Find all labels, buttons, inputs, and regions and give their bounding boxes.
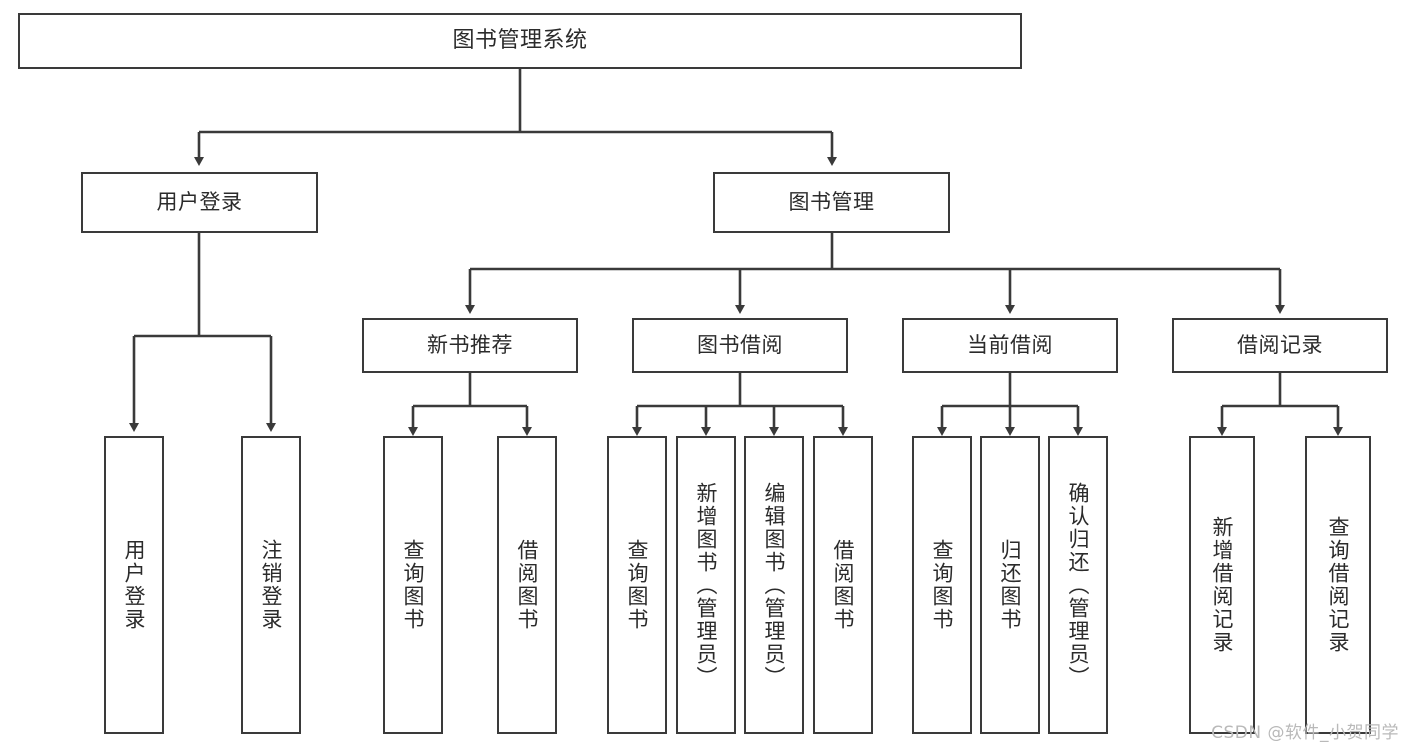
leaf-add-book-label: 新增图书（管理员） <box>694 481 719 689</box>
leaf-logout[interactable]: 注销登录 <box>241 436 301 734</box>
node-book-borrow-label: 图书借阅 <box>697 333 783 358</box>
leaf-borrow-book-1[interactable]: 借阅图书 <box>497 436 557 734</box>
node-new-book-recommend-label: 新书推荐 <box>427 333 513 358</box>
node-user-login[interactable]: 用户登录 <box>81 172 318 233</box>
leaf-return-book[interactable]: 归还图书 <box>980 436 1040 734</box>
leaf-confirm-return-label: 确认归还（管理员） <box>1066 481 1091 689</box>
leaf-return-book-label: 归还图书 <box>998 539 1023 631</box>
node-new-book-recommend[interactable]: 新书推荐 <box>362 318 578 373</box>
leaf-query-book-1-label: 查询图书 <box>401 539 426 631</box>
leaf-query-book-2[interactable]: 查询图书 <box>607 436 667 734</box>
node-book-borrow[interactable]: 图书借阅 <box>632 318 848 373</box>
node-current-borrow[interactable]: 当前借阅 <box>902 318 1118 373</box>
leaf-borrow-book-2[interactable]: 借阅图书 <box>813 436 873 734</box>
leaf-add-record[interactable]: 新增借阅记录 <box>1189 436 1255 734</box>
leaf-user-login-label: 用户登录 <box>122 539 147 631</box>
leaf-query-book-3-label: 查询图书 <box>930 539 955 631</box>
node-borrow-record[interactable]: 借阅记录 <box>1172 318 1388 373</box>
node-book-manage-label: 图书管理 <box>788 190 875 215</box>
node-current-borrow-label: 当前借阅 <box>967 333 1053 358</box>
node-borrow-record-label: 借阅记录 <box>1237 333 1323 358</box>
leaf-confirm-return[interactable]: 确认归还（管理员） <box>1048 436 1108 734</box>
leaf-query-book-2-label: 查询图书 <box>625 539 650 631</box>
leaf-borrow-book-1-label: 借阅图书 <box>515 539 540 631</box>
leaf-query-book-3[interactable]: 查询图书 <box>912 436 972 734</box>
leaf-user-login[interactable]: 用户登录 <box>104 436 164 734</box>
watermark: CSDN @软件_小贺同学 <box>1211 723 1399 743</box>
leaf-edit-book-label: 编辑图书（管理员） <box>762 481 787 689</box>
leaf-add-book[interactable]: 新增图书（管理员） <box>676 436 736 734</box>
leaf-logout-label: 注销登录 <box>259 539 284 631</box>
node-root[interactable]: 图书管理系统 <box>18 13 1022 69</box>
leaf-edit-book[interactable]: 编辑图书（管理员） <box>744 436 804 734</box>
node-root-label: 图书管理系统 <box>452 28 588 54</box>
leaf-borrow-book-2-label: 借阅图书 <box>831 539 856 631</box>
node-user-login-label: 用户登录 <box>156 190 243 215</box>
leaf-query-record[interactable]: 查询借阅记录 <box>1305 436 1371 734</box>
leaf-add-record-label: 新增借阅记录 <box>1210 516 1235 654</box>
node-book-manage[interactable]: 图书管理 <box>713 172 950 233</box>
leaf-query-record-label: 查询借阅记录 <box>1326 516 1351 654</box>
leaf-query-book-1[interactable]: 查询图书 <box>383 436 443 734</box>
